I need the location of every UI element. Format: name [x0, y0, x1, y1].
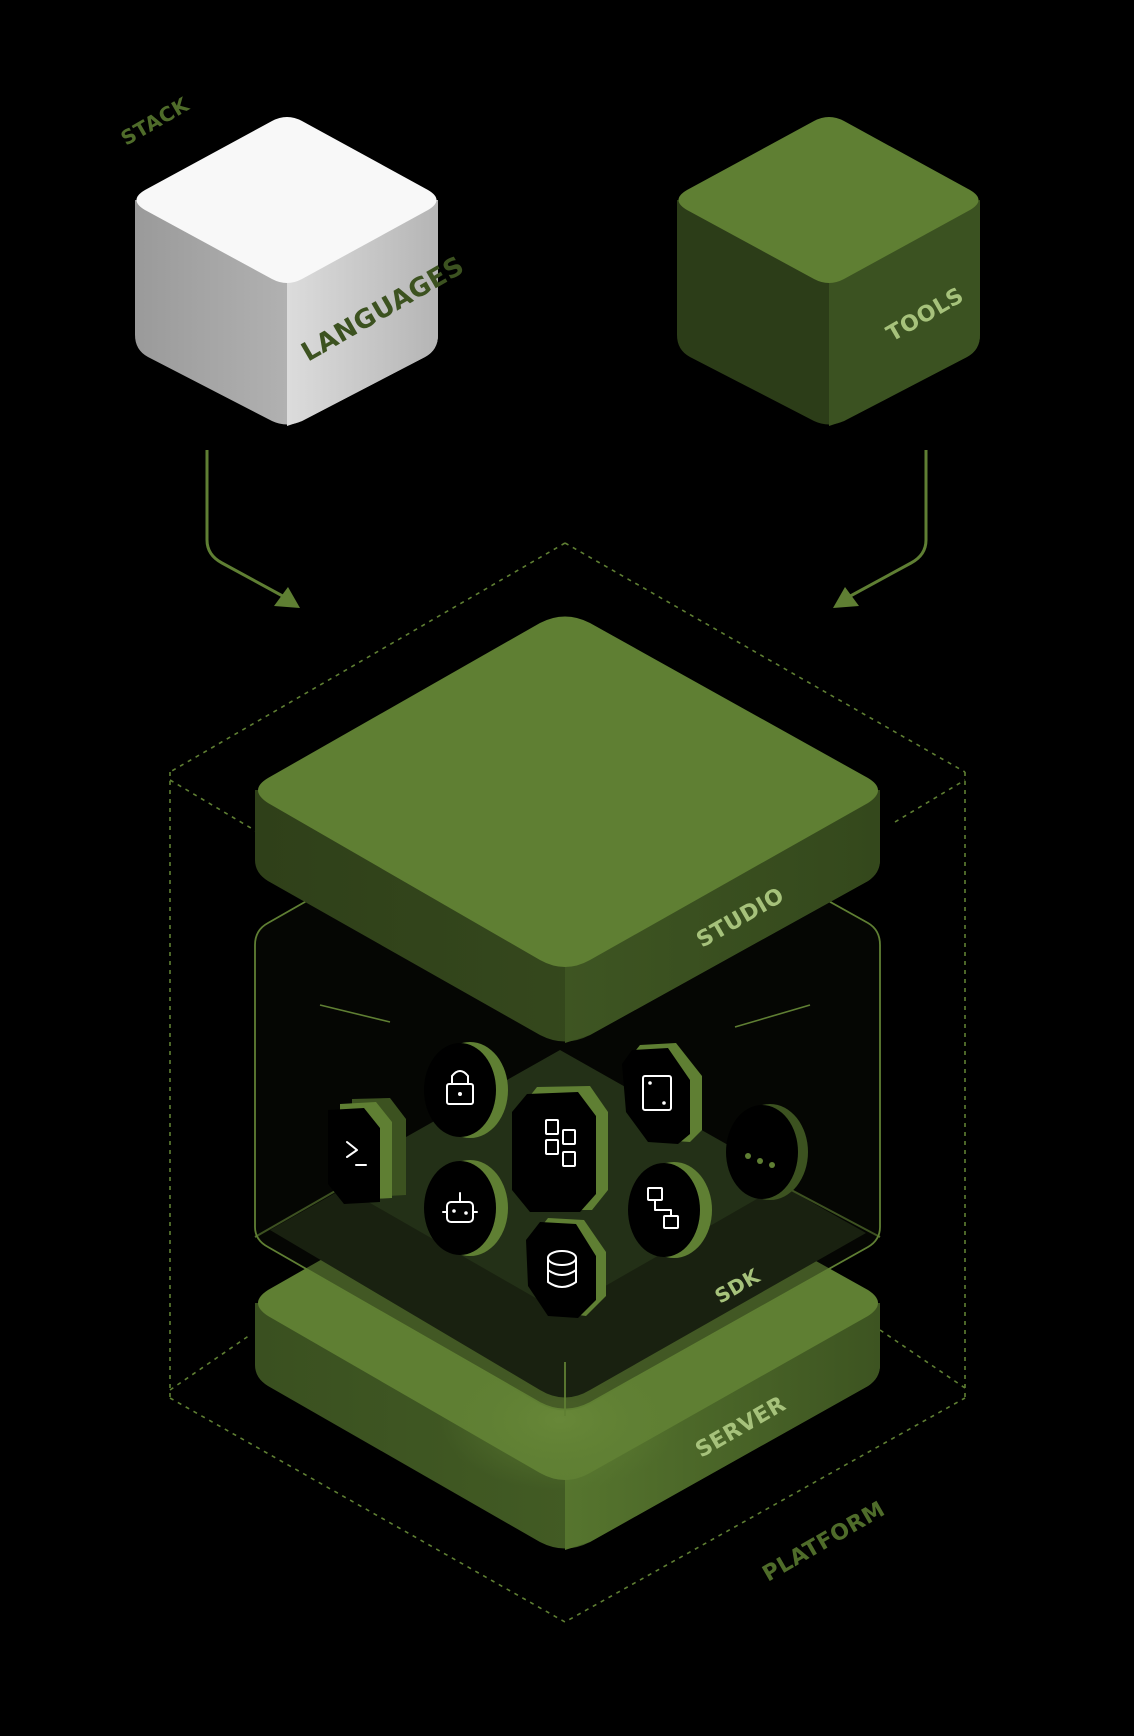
- robot-icon: [424, 1160, 508, 1256]
- sdk-icons: [328, 1042, 808, 1318]
- platform-label: PLATFORM: [759, 1497, 890, 1587]
- lock-icon: [424, 1042, 508, 1138]
- studio-slab: [255, 616, 880, 1043]
- database-icon: [526, 1218, 606, 1318]
- languages-cube: [135, 117, 438, 426]
- terminal-icon: [328, 1098, 406, 1204]
- tools-cube: [677, 117, 980, 426]
- dashboard-icon: [512, 1086, 608, 1212]
- tools-arrow: [833, 450, 928, 608]
- stack-label: STACK: [117, 92, 195, 151]
- workflow-icon: [628, 1162, 712, 1258]
- languages-arrow: [205, 450, 300, 608]
- frame-icon: [622, 1043, 702, 1144]
- platform-dashed-outline: [169, 542, 966, 1623]
- more-icon: [726, 1104, 808, 1200]
